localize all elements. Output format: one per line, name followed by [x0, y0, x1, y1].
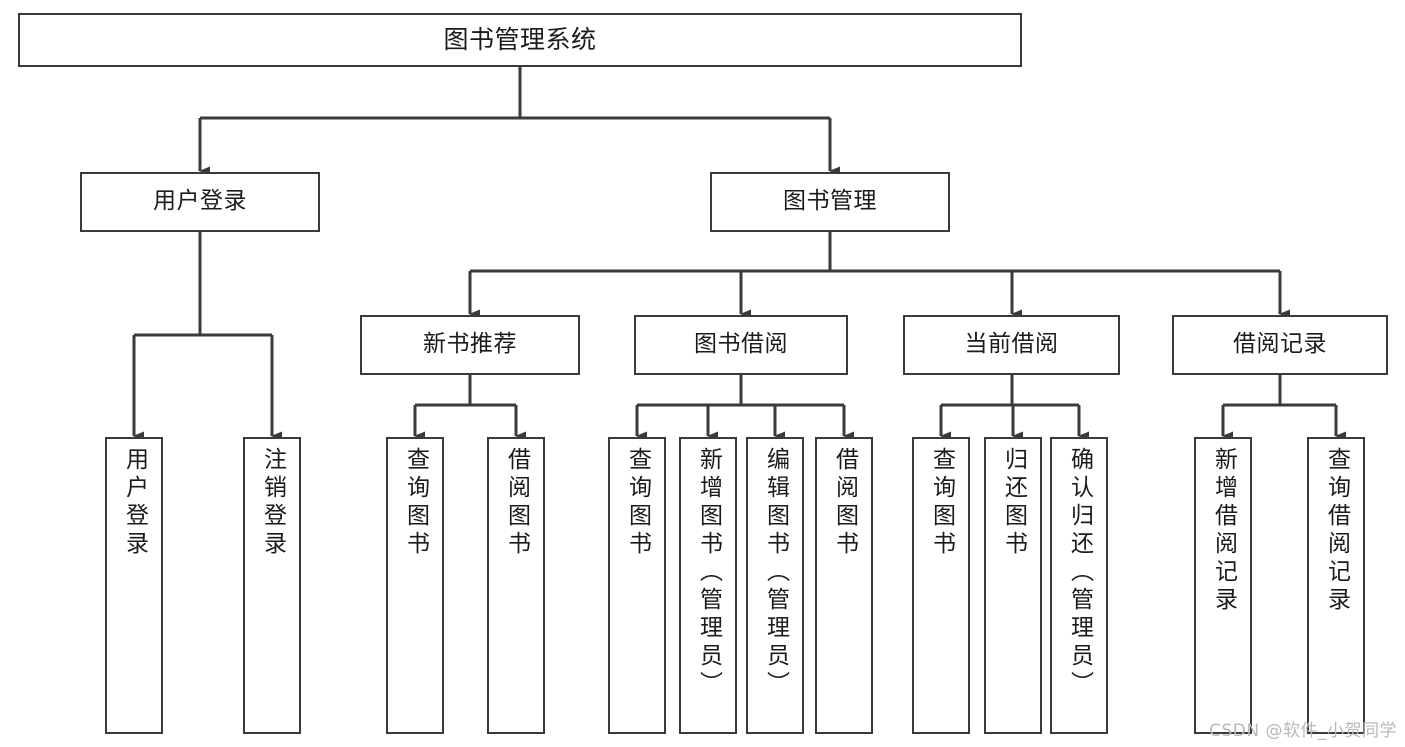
- node-leaf-nb-query[interactable]: 查询图书: [386, 437, 444, 734]
- node-label-records: 借阅记录: [1233, 331, 1327, 358]
- node-leaf-cur-return[interactable]: 归还图书: [984, 437, 1042, 734]
- node-leaf-bb-add[interactable]: 新增图书（管理员）: [679, 437, 737, 734]
- node-leaf-user-login[interactable]: 用户登录: [105, 437, 163, 734]
- node-label-leaf-bb-edit: 编辑图书（管理员）: [762, 447, 789, 699]
- node-leaf-user-logout[interactable]: 注销登录: [243, 437, 301, 734]
- node-label-current: 当前借阅: [964, 331, 1059, 358]
- node-label-newbook: 新书推荐: [423, 331, 517, 358]
- node-label-login: 用户登录: [153, 188, 247, 215]
- node-login[interactable]: 用户登录: [80, 172, 320, 232]
- node-root[interactable]: 图书管理系统: [18, 13, 1022, 67]
- node-label-leaf-user-logout: 注销登录: [259, 447, 286, 559]
- node-leaf-cur-query[interactable]: 查询图书: [912, 437, 970, 734]
- node-leaf-bb-borrow[interactable]: 借阅图书: [815, 437, 873, 734]
- node-label-leaf-bb-add: 新增图书（管理员）: [695, 447, 722, 699]
- node-label-leaf-cur-return: 归还图书: [1000, 447, 1027, 559]
- node-leaf-rec-query[interactable]: 查询借阅记录: [1307, 437, 1365, 734]
- node-leaf-cur-confirm[interactable]: 确认归还（管理员）: [1050, 437, 1108, 734]
- node-label-leaf-nb-query: 查询图书: [402, 447, 429, 559]
- watermark-text: CSDN @软件_小贺同学: [1209, 721, 1397, 741]
- node-newbook[interactable]: 新书推荐: [360, 315, 580, 375]
- node-label-leaf-cur-query: 查询图书: [928, 447, 955, 559]
- node-leaf-rec-add[interactable]: 新增借阅记录: [1194, 437, 1252, 734]
- node-label-leaf-bb-borrow: 借阅图书: [831, 447, 858, 559]
- node-label-root: 图书管理系统: [443, 25, 597, 55]
- node-borrow[interactable]: 图书借阅: [634, 315, 848, 375]
- node-label-leaf-nb-borrow: 借阅图书: [503, 447, 530, 559]
- node-records[interactable]: 借阅记录: [1172, 315, 1388, 375]
- node-label-leaf-rec-query: 查询借阅记录: [1323, 447, 1350, 615]
- node-label-leaf-rec-add: 新增借阅记录: [1210, 447, 1237, 615]
- node-label-borrow: 图书借阅: [694, 331, 788, 358]
- node-leaf-bb-edit[interactable]: 编辑图书（管理员）: [746, 437, 804, 734]
- node-label-leaf-bb-query: 查询图书: [624, 447, 651, 559]
- node-leaf-nb-borrow[interactable]: 借阅图书: [487, 437, 545, 734]
- node-label-bookmgmt: 图书管理: [783, 188, 877, 215]
- node-bookmgmt[interactable]: 图书管理: [710, 172, 950, 232]
- node-label-leaf-user-login: 用户登录: [121, 447, 148, 559]
- node-label-leaf-cur-confirm: 确认归还（管理员）: [1066, 447, 1093, 699]
- node-current[interactable]: 当前借阅: [903, 315, 1120, 375]
- node-leaf-bb-query[interactable]: 查询图书: [608, 437, 666, 734]
